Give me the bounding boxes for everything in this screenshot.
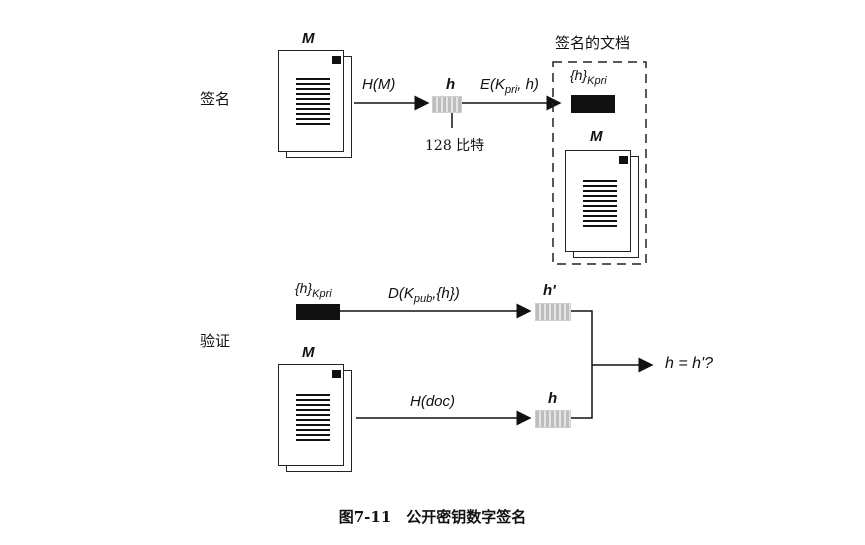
verify-label: 验证 <box>200 332 231 350</box>
signed-doc-box <box>552 61 647 265</box>
hash-fn-label: H(M) <box>362 76 396 93</box>
hash-value-box <box>432 96 462 113</box>
doc-m-label: M <box>302 30 315 47</box>
verify-doc-m-label: M <box>302 344 315 361</box>
input-signed-hash-label: {h}Kpri <box>295 280 332 300</box>
signed-hash-label: {h}Kpri <box>570 67 607 87</box>
h-bottom-box <box>535 410 571 428</box>
compare-label: h = h'? <box>665 355 713 372</box>
encrypt-fn-label: E(Kpri, h) <box>480 76 539 96</box>
hdoc-fn-label: H(doc) <box>410 393 456 410</box>
decrypt-fn-label: D(Kpub,{h}) <box>388 285 460 305</box>
signed-doc-m-label: M <box>590 128 603 145</box>
h-label-bottom: h <box>548 390 558 407</box>
signed-doc-label: 签名的文档 <box>555 34 631 52</box>
input-signed-hash-bar <box>296 304 340 320</box>
merge-lines <box>570 310 593 419</box>
h-prime-label: h' <box>543 282 556 299</box>
figure-caption: 图7-11 公开密钥数字签名 <box>338 508 527 526</box>
bits-label: 128 比特 <box>425 138 485 154</box>
hash-h-label: h <box>446 76 456 93</box>
h-prime-box <box>535 303 571 321</box>
signed-hash-bar <box>571 95 615 113</box>
sign-label: 签名 <box>200 90 231 108</box>
